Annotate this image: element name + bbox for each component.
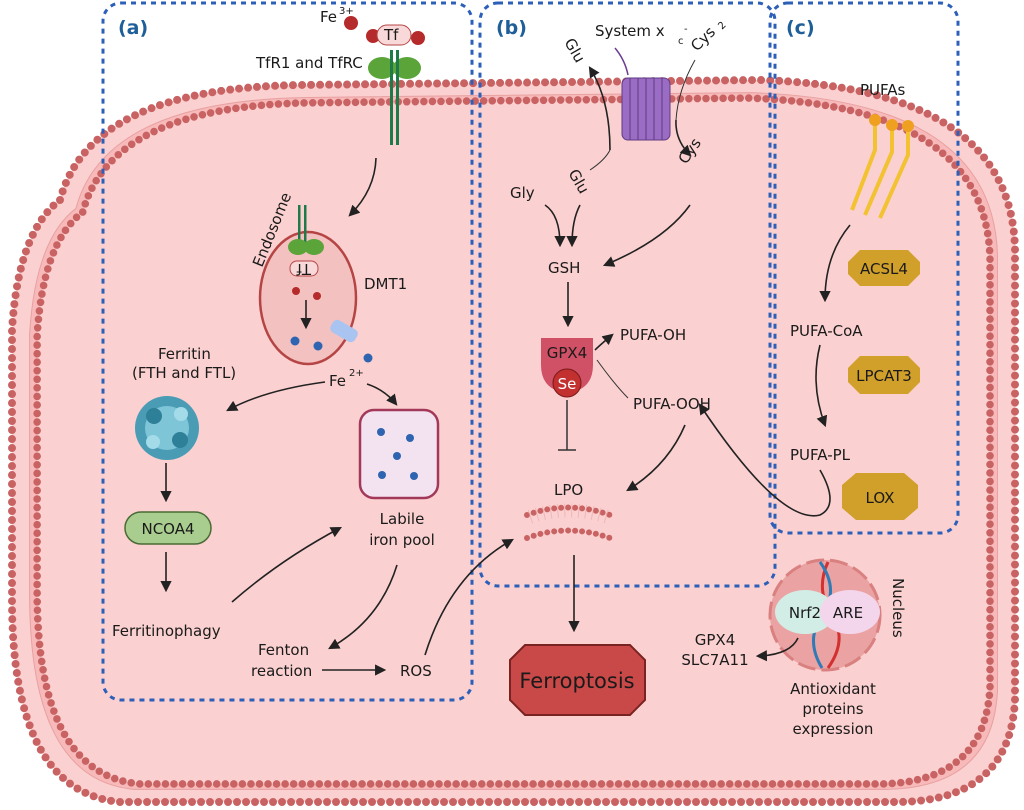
ferritin-subtitle: (FTH and FTL)	[132, 364, 236, 382]
endocytosis-arrow	[348, 157, 377, 217]
target-slc7a11-label: SLC7A11	[681, 651, 748, 669]
cys-arrow	[675, 119, 692, 157]
labile-iron-pool	[358, 408, 440, 500]
panel-a-label: (a)	[118, 17, 148, 39]
ferritin-label: Ferritin	[158, 345, 211, 363]
target-gpx4-label: GPX4	[695, 631, 736, 649]
glu-to-gsh-arrow	[566, 204, 581, 248]
ncoa4-label: NCOA4	[141, 520, 194, 538]
gsh-label: GSH	[548, 259, 580, 277]
expression-label-1: Antioxidant	[790, 680, 876, 698]
pufas-label: PUFAs	[860, 81, 906, 99]
pufaooh-to-gpx4-line	[596, 359, 629, 399]
cys2-import-line	[675, 59, 696, 121]
system-xc-superscript: -	[684, 24, 688, 35]
pufa-pl-label: PUFA-PL	[790, 446, 851, 464]
tf-label: Tf	[383, 26, 399, 44]
fe3-charge: 3+	[339, 6, 354, 17]
selenium-node	[552, 368, 582, 398]
pufa-coa-label: PUFA-CoA	[790, 322, 863, 340]
pool-to-fenton-arrow	[328, 564, 398, 650]
nucleus	[768, 558, 882, 672]
system-xc-label: System x	[595, 22, 665, 40]
inhibition-line	[558, 400, 576, 451]
fenton-label-2: reaction	[251, 662, 312, 680]
gpx4-label: GPX4	[547, 344, 588, 362]
acsl4-label: ACSL4	[860, 260, 908, 278]
endosome	[258, 205, 358, 366]
labile-pool-label-2: iron pool	[369, 531, 435, 549]
cys2-subscript: 2	[716, 20, 728, 32]
gly-to-gsh-arrow	[544, 204, 566, 248]
transferrin-receptor	[344, 16, 425, 145]
pufa-ooh-label: PUFA-OOH	[633, 395, 711, 413]
dmt1-label: DMT1	[364, 275, 407, 293]
ferroptosis-node	[509, 644, 646, 716]
lox-label: LOX	[866, 489, 895, 507]
pufaooh-to-lpo-arrow	[626, 424, 686, 492]
panel-b-label: (b)	[496, 17, 527, 39]
fenton-label: Fenton	[258, 641, 309, 659]
lpo-label: LPO	[554, 481, 583, 499]
glu-export-arrow	[588, 66, 611, 151]
lox-enzyme	[842, 473, 918, 520]
coa-to-pl-arrow	[815, 344, 828, 428]
cys-to-gsh-arrow	[602, 204, 691, 267]
glu-out-label: Glu	[561, 35, 589, 66]
nrf2-to-targets-arrow	[755, 637, 799, 662]
fe2-ion	[363, 353, 373, 363]
panel-a-border	[101, 1, 474, 702]
fe2-charge: 2+	[349, 368, 364, 379]
acsl4-enzyme	[848, 250, 920, 286]
ferritin-icon	[135, 396, 199, 460]
fe3-label: Fe	[320, 8, 337, 26]
gpx4-to-pufaoh-arrow	[594, 333, 614, 351]
pufas-icon	[850, 114, 914, 219]
pufas-to-coa-arrow	[819, 224, 851, 303]
system-xc-transporter	[614, 47, 671, 141]
ferroptosis-label: Ferroptosis	[519, 669, 634, 693]
ferritinophagy-to-pool-arrow	[231, 526, 342, 603]
ros-to-lpo-arrow	[424, 538, 514, 656]
nucleus-label: Nucleus	[889, 578, 907, 638]
labile-pool-label: Labile	[380, 510, 425, 528]
lox-to-pufaooh-arrow	[698, 403, 831, 517]
fe2-to-pool-arrow	[366, 383, 398, 406]
ros-label: ROS	[400, 662, 432, 680]
panel-b-border	[478, 1, 777, 588]
gly-label: Gly	[510, 184, 535, 202]
expression-label-3: expression	[793, 720, 874, 738]
nrf2-label: Nrf2	[789, 604, 821, 622]
cys2-label: Cys	[687, 23, 719, 55]
tfr-label: TfR1 and TfRC	[255, 54, 363, 72]
fe2-to-ferritin-arrow	[226, 381, 326, 412]
system-xc-subscript: c	[678, 36, 684, 47]
panel-c-label: (c)	[786, 17, 815, 39]
damaged-membrane-icon	[524, 503, 613, 541]
fe2-label: Fe	[329, 372, 346, 390]
ferritinophagy-label: Ferritinophagy	[112, 622, 221, 640]
se-label: Se	[558, 375, 577, 393]
expression-label-2: proteins	[802, 700, 863, 718]
lpcat3-enzyme	[848, 356, 920, 394]
are-label: ARE	[833, 604, 863, 622]
ncoa4-node	[124, 511, 212, 545]
pufa-oh-label: PUFA-OH	[620, 326, 686, 344]
lpcat3-label: LPCAT3	[856, 367, 912, 385]
tf-inverted-label: Tf	[296, 260, 312, 278]
glu-in-line	[589, 149, 611, 171]
